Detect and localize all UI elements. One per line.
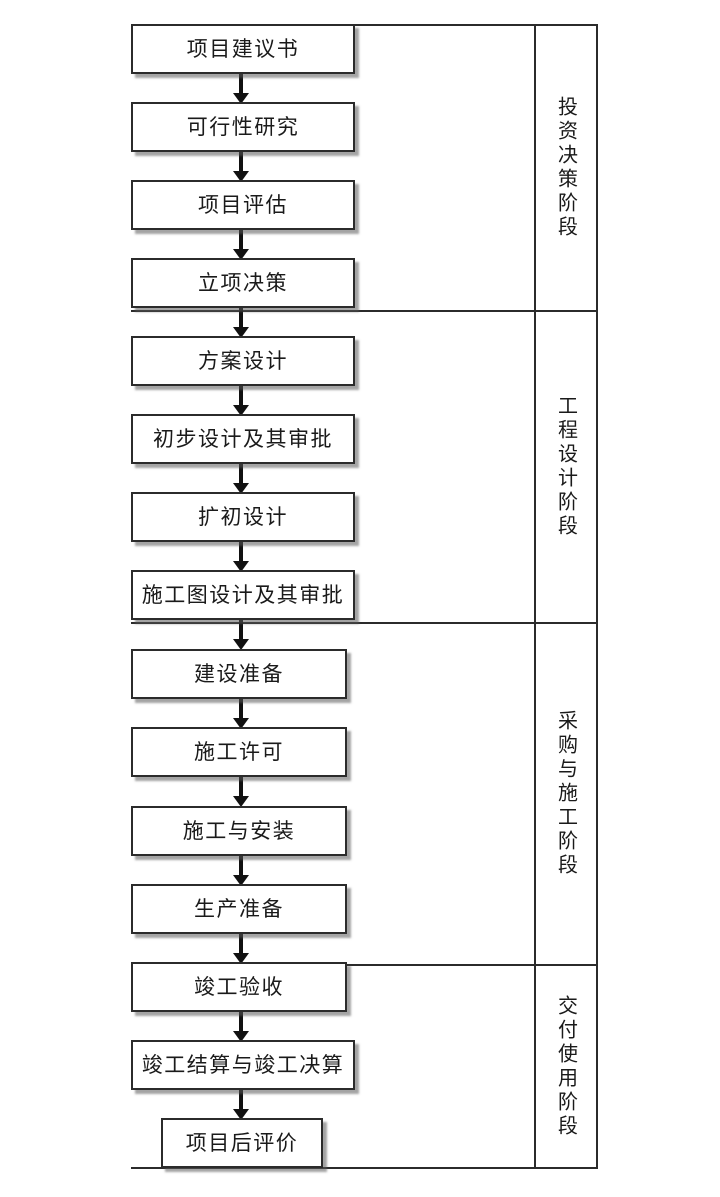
process-box-step-11[interactable]: 施工与安装 bbox=[131, 806, 347, 856]
connector-step-11-step-12 bbox=[231, 856, 251, 886]
process-label-step-12: 生产准备 bbox=[194, 896, 284, 921]
process-label-step-4: 立项决策 bbox=[198, 270, 288, 295]
process-box-step-4[interactable]: 立项决策 bbox=[131, 258, 355, 308]
process-box-step-13[interactable]: 竣工验收 bbox=[131, 962, 347, 1012]
phase-divider-3-4 bbox=[131, 964, 598, 966]
frame-bottom-line bbox=[131, 1167, 598, 1169]
process-label-step-10: 施工许可 bbox=[194, 739, 284, 764]
process-box-step-12[interactable]: 生产准备 bbox=[131, 884, 347, 934]
connector-step-5-step-6 bbox=[231, 386, 251, 416]
process-label-step-8: 施工图设计及其审批 bbox=[141, 582, 345, 607]
phase-cell-phase-4: 交付使用阶段 bbox=[536, 966, 596, 1167]
process-label-step-14: 竣工结算与竣工决算 bbox=[141, 1052, 345, 1077]
process-box-step-7[interactable]: 扩初设计 bbox=[131, 492, 355, 542]
phase-cell-phase-2: 工程设计阶段 bbox=[536, 312, 596, 622]
connector-step-12-step-13 bbox=[231, 934, 251, 964]
connector-step-10-step-11 bbox=[231, 777, 251, 807]
process-label-step-15: 项目后评价 bbox=[185, 1130, 299, 1155]
process-label-step-1: 项目建议书 bbox=[186, 36, 300, 61]
frame-right-edge bbox=[596, 24, 598, 1169]
process-box-step-8[interactable]: 施工图设计及其审批 bbox=[131, 570, 355, 620]
phase-label-phase-2: 工程设计阶段 bbox=[554, 395, 577, 539]
process-box-step-15[interactable]: 项目后评价 bbox=[161, 1118, 323, 1168]
process-label-step-13: 竣工验收 bbox=[194, 974, 284, 999]
process-box-step-3[interactable]: 项目评估 bbox=[131, 180, 355, 230]
phase-divider-1-2 bbox=[131, 310, 598, 312]
connector-step-4-step-5 bbox=[231, 308, 251, 338]
process-box-step-9[interactable]: 建设准备 bbox=[131, 649, 347, 699]
connector-step-14-step-15 bbox=[231, 1090, 251, 1120]
process-box-step-5[interactable]: 方案设计 bbox=[131, 336, 355, 386]
phase-label-phase-4: 交付使用阶段 bbox=[554, 994, 577, 1139]
process-label-step-3: 项目评估 bbox=[198, 192, 288, 217]
connector-step-7-step-8 bbox=[231, 542, 251, 572]
phase-label-phase-1: 投资决策阶段 bbox=[554, 96, 577, 240]
process-box-step-2[interactable]: 可行性研究 bbox=[131, 102, 355, 152]
process-box-step-1[interactable]: 项目建议书 bbox=[131, 24, 355, 74]
connector-step-6-step-7 bbox=[231, 464, 251, 494]
connector-step-13-step-14 bbox=[231, 1012, 251, 1042]
phase-divider-2-3 bbox=[131, 622, 598, 624]
process-label-step-9: 建设准备 bbox=[194, 661, 284, 686]
process-label-step-5: 方案设计 bbox=[198, 348, 288, 373]
frame-top-line bbox=[131, 24, 598, 26]
process-label-step-11: 施工与安装 bbox=[182, 818, 296, 843]
connector-step-1-step-2 bbox=[231, 74, 251, 104]
process-box-step-10[interactable]: 施工许可 bbox=[131, 727, 347, 777]
process-label-step-2: 可行性研究 bbox=[186, 114, 300, 139]
process-box-step-6[interactable]: 初步设计及其审批 bbox=[131, 414, 355, 464]
process-label-step-7: 扩初设计 bbox=[198, 504, 288, 529]
connector-step-2-step-3 bbox=[231, 152, 251, 182]
phase-cell-phase-3: 采购与施工阶段 bbox=[536, 624, 596, 964]
connector-step-8-step-9 bbox=[231, 620, 251, 650]
process-box-step-14[interactable]: 竣工结算与竣工决算 bbox=[131, 1040, 355, 1090]
connector-step-3-step-4 bbox=[231, 230, 251, 260]
frame-middle-divider bbox=[534, 24, 536, 1169]
phase-label-phase-3: 采购与施工阶段 bbox=[554, 710, 577, 878]
process-label-step-6: 初步设计及其审批 bbox=[153, 426, 333, 451]
connector-step-9-step-10 bbox=[231, 699, 251, 729]
phase-cell-phase-1: 投资决策阶段 bbox=[536, 26, 596, 310]
